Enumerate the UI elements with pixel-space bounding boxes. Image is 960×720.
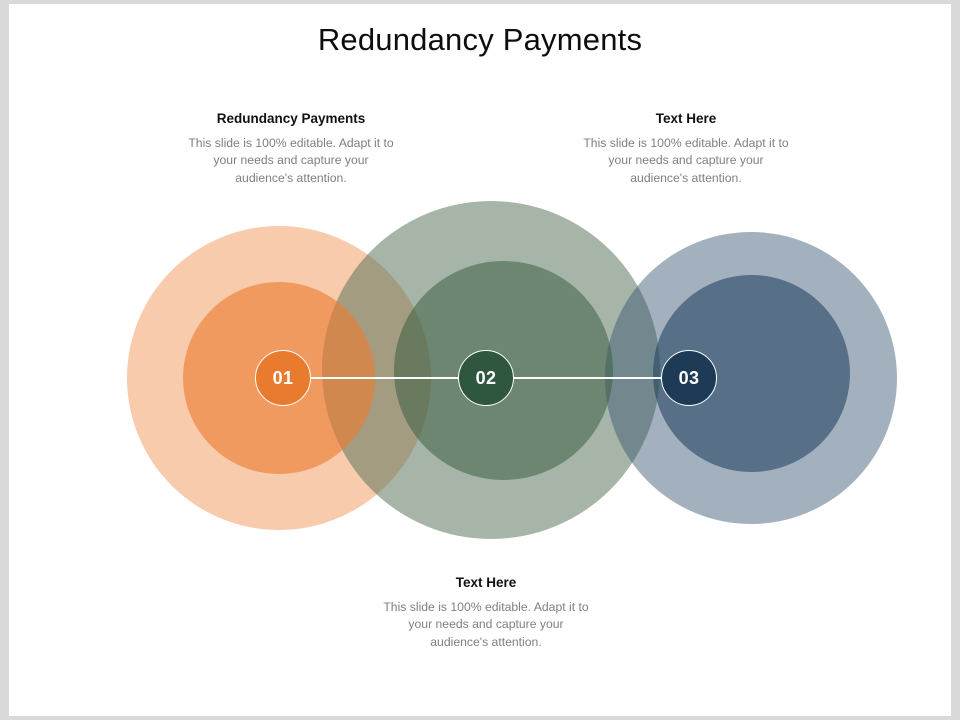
text-block-top-left: Redundancy Payments This slide is 100% e… — [183, 111, 399, 187]
text-block-heading: Text Here — [455, 575, 517, 590]
step-badge-three[interactable]: 03 — [661, 350, 717, 406]
text-block-body: This slide is 100% editable. Adapt it to… — [383, 599, 589, 649]
text-block-heading: Text Here — [655, 111, 717, 126]
step-badge-two[interactable]: 02 — [458, 350, 514, 406]
step-badge-one[interactable]: 01 — [255, 350, 311, 406]
slide-content-area: Redundancy Payments 01 02 03 Redundancy … — [9, 4, 951, 716]
text-block-body: This slide is 100% editable. Adapt it to… — [583, 135, 789, 185]
text-block-top-right: Text Here This slide is 100% editable. A… — [578, 111, 794, 187]
text-block-body: This slide is 100% editable. Adapt it to… — [188, 135, 394, 185]
text-block-bottom-center: Text Here This slide is 100% editable. A… — [378, 575, 594, 651]
text-block-heading: Redundancy Payments — [216, 111, 366, 126]
page-title: Redundancy Payments — [317, 22, 643, 57]
concentric-circles-diagram: 01 02 03 — [9, 4, 951, 716]
